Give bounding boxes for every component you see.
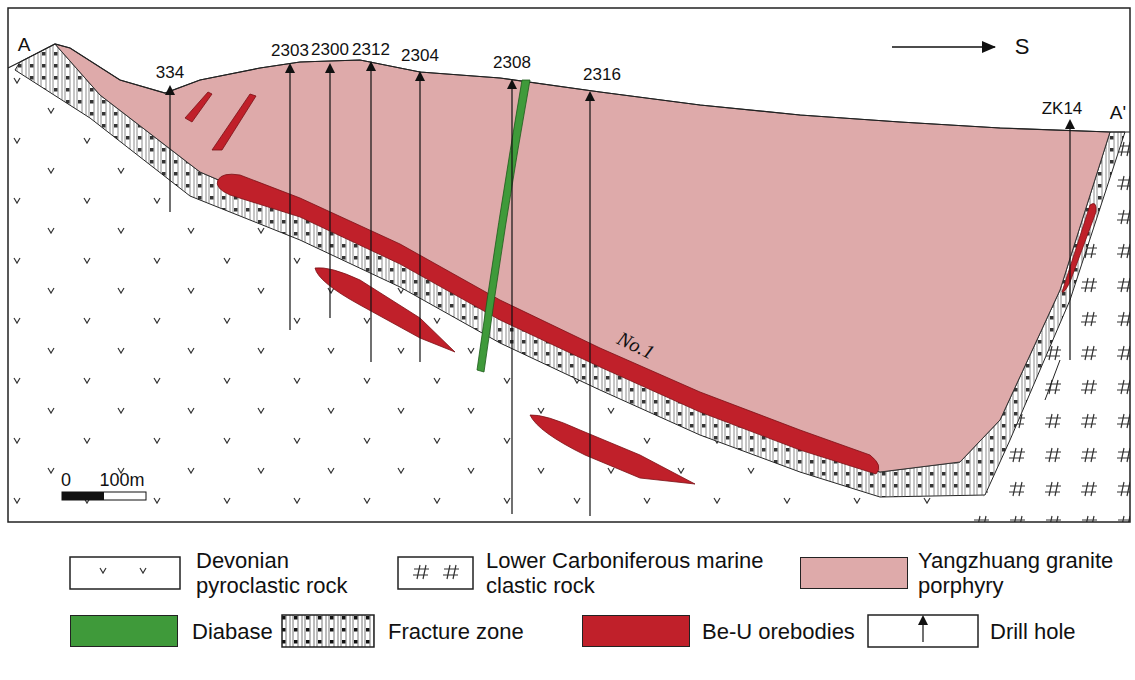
legend-swatch xyxy=(800,557,908,589)
legend-swatch xyxy=(70,615,178,647)
scale-label: 0 xyxy=(61,471,71,489)
end-label: A xyxy=(18,35,31,54)
legend-text: Fracture zone xyxy=(388,619,558,644)
legend-swatch xyxy=(582,615,690,647)
end-label: A' xyxy=(1110,103,1126,122)
drill-hole-number: ZK14 xyxy=(1042,100,1083,117)
legend-text: Diabase xyxy=(192,619,312,644)
scale-label: 100m xyxy=(99,471,144,489)
direction-label: S xyxy=(1015,36,1030,58)
drill-hole-number: 2304 xyxy=(401,47,439,64)
drill-hole-number: 334 xyxy=(156,64,184,81)
drill-hole-number: 2312 xyxy=(352,41,390,58)
drill-hole-number: 2316 xyxy=(583,66,621,83)
legend-text: Lower Carboniferous marine clastic rock xyxy=(486,548,776,599)
legend-text: Yangzhuang granite porphyry xyxy=(918,548,1128,599)
drill-hole-number: 2303 xyxy=(271,42,309,59)
drill-hole-number: 2308 xyxy=(493,54,531,71)
legend-text: Drill hole xyxy=(990,619,1120,644)
legend-text: Devonian pyroclastic rock xyxy=(196,548,356,599)
drill-hole-number: 2300 xyxy=(311,41,349,58)
legend-text: Be-U orebodies xyxy=(702,619,872,644)
